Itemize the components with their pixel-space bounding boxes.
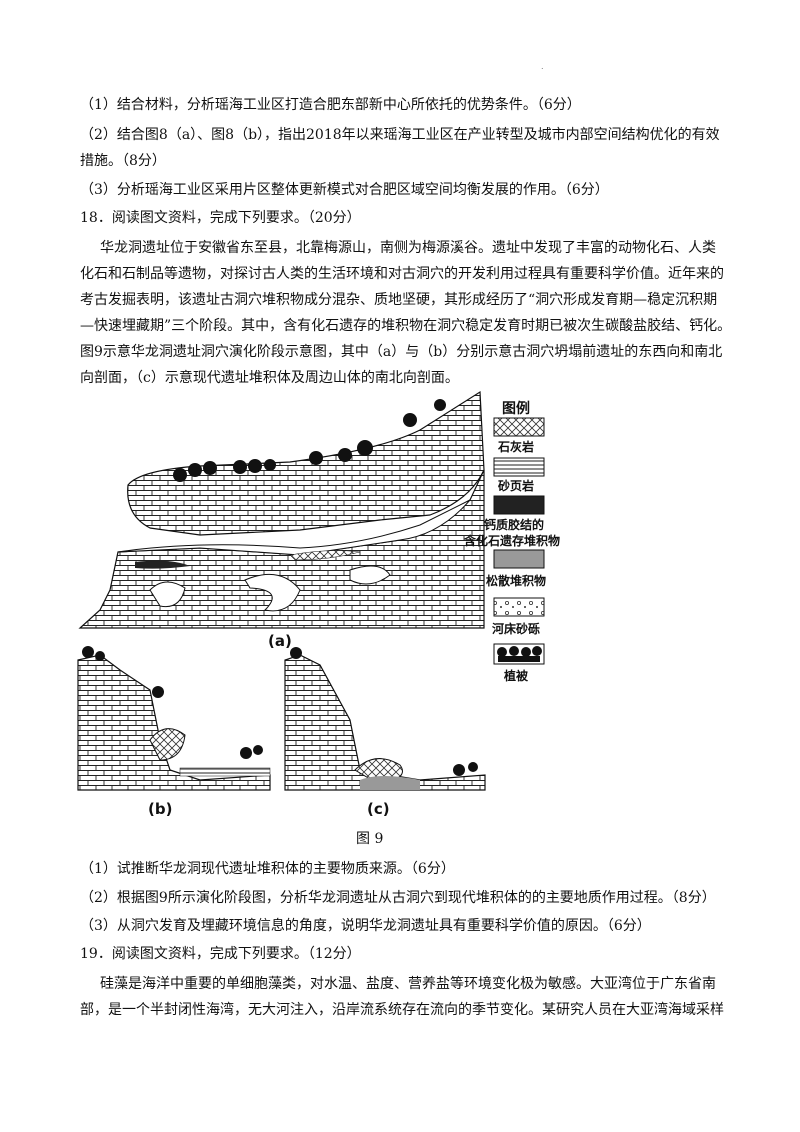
panel-c-label: (c): [367, 800, 390, 818]
question-18-2: （2）根据图9所示演化阶段图，分析华龙洞遗址从古洞穴到现代堆积体的的主要地质作用…: [80, 890, 716, 906]
material-line-4: —快速埋藏期”三个阶段。其中，含有化石遗存的堆积物在洞穴稳定发育时期已被次生碳酸…: [80, 318, 732, 334]
material-line-6: 向剖面，（c）示意现代遗址堆积体及周边山体的南北向剖面。: [80, 370, 459, 386]
sandshale-pattern-icon: [493, 457, 545, 477]
legend-label-vegetation: 植被: [504, 669, 529, 683]
question-18-1: （1）试推断华龙洞现代遗址堆积体的主要物质来源。（6分）: [80, 861, 455, 877]
legend-title: 图例: [502, 401, 530, 417]
page-mark: .: [541, 62, 544, 71]
material-line-2: 化石和石制品等遗物，对探讨古人类的生活环境和对古洞穴的开发利用过程具有重要科学价…: [80, 266, 724, 282]
legend-label-gravel: 河床砂砾: [492, 622, 541, 636]
panel-b-diagram: [77, 646, 271, 791]
material-19-line-1: 硅藻是海洋中重要的单细胞藻类，对水温、盐度、营养盐等环境变化极为敏感。大亚湾位于…: [100, 976, 716, 992]
panel-a-label: (a): [268, 632, 292, 650]
legend-boxes: [493, 417, 545, 665]
material-line-3: 考古发掘表明，该遗址古洞穴堆积物成分混杂、质地坚硬，其形成经历了“洞穴形成发育期…: [80, 292, 718, 308]
legend-label-fossil-1: 钙质胶结的: [484, 518, 545, 532]
fossil-deposit-pattern-icon: [493, 495, 545, 515]
material-19-line-2: 部，是一个半封闭性海湾，无大河注入，沿岸流系统存在流向的季节变化。某研究人员在大…: [80, 1002, 724, 1018]
riverbed-gravel-pattern-icon: [493, 597, 545, 617]
legend-label-fossil-2: 含化石遗存堆积物: [464, 534, 561, 548]
panel-a-diagram: [78, 390, 485, 629]
question-17-1: （1）结合材料，分析瑶海工业区打造合肥东部新中心所依托的优势条件。（6分）: [80, 97, 581, 113]
question-17-3: （3）分析瑶海工业区采用片区整体更新模式对合肥区域空间均衡发展的作用。（6分）: [80, 182, 609, 198]
legend-label-sandshale: 砂页岩: [498, 479, 535, 493]
loose-deposit-pattern-icon: [493, 549, 545, 569]
question-18-3: （3）从洞穴发育及埋藏环境信息的角度，说明华龙洞遗址具有重要科学价值的原因。（6…: [80, 918, 651, 934]
question-19-heading: 19．阅读图文资料，完成下列要求。（12分）: [80, 946, 361, 962]
figure-caption: 图 9: [356, 831, 384, 847]
legend-label-limestone: 石灰岩: [498, 440, 535, 454]
question-18-heading: 18．阅读图文资料，完成下列要求。（20分）: [80, 210, 361, 226]
figure-9-diagram: [77, 390, 545, 791]
panel-b-label: (b): [148, 800, 173, 818]
material-line-1: 华龙洞遗址位于安徽省东至县，北靠梅源山，南侧为梅源溪谷。遗址中发现了丰富的动物化…: [100, 240, 716, 256]
panel-c-diagram: [284, 647, 486, 791]
legend-label-loose: 松散堆积物: [486, 574, 547, 588]
question-17-2: （2）结合图8（a）、图8（b），指出2018年以来瑶海工业区在产业转型及城市内…: [80, 127, 720, 143]
limestone-pattern-icon: [493, 417, 545, 437]
question-17-2-cont: 措施。（8分）: [80, 153, 166, 169]
material-line-5: 图9示意华龙洞遗址洞穴演化阶段示意图，其中（a）与（b）分别示意古洞穴坍塌前遗址…: [80, 344, 723, 360]
